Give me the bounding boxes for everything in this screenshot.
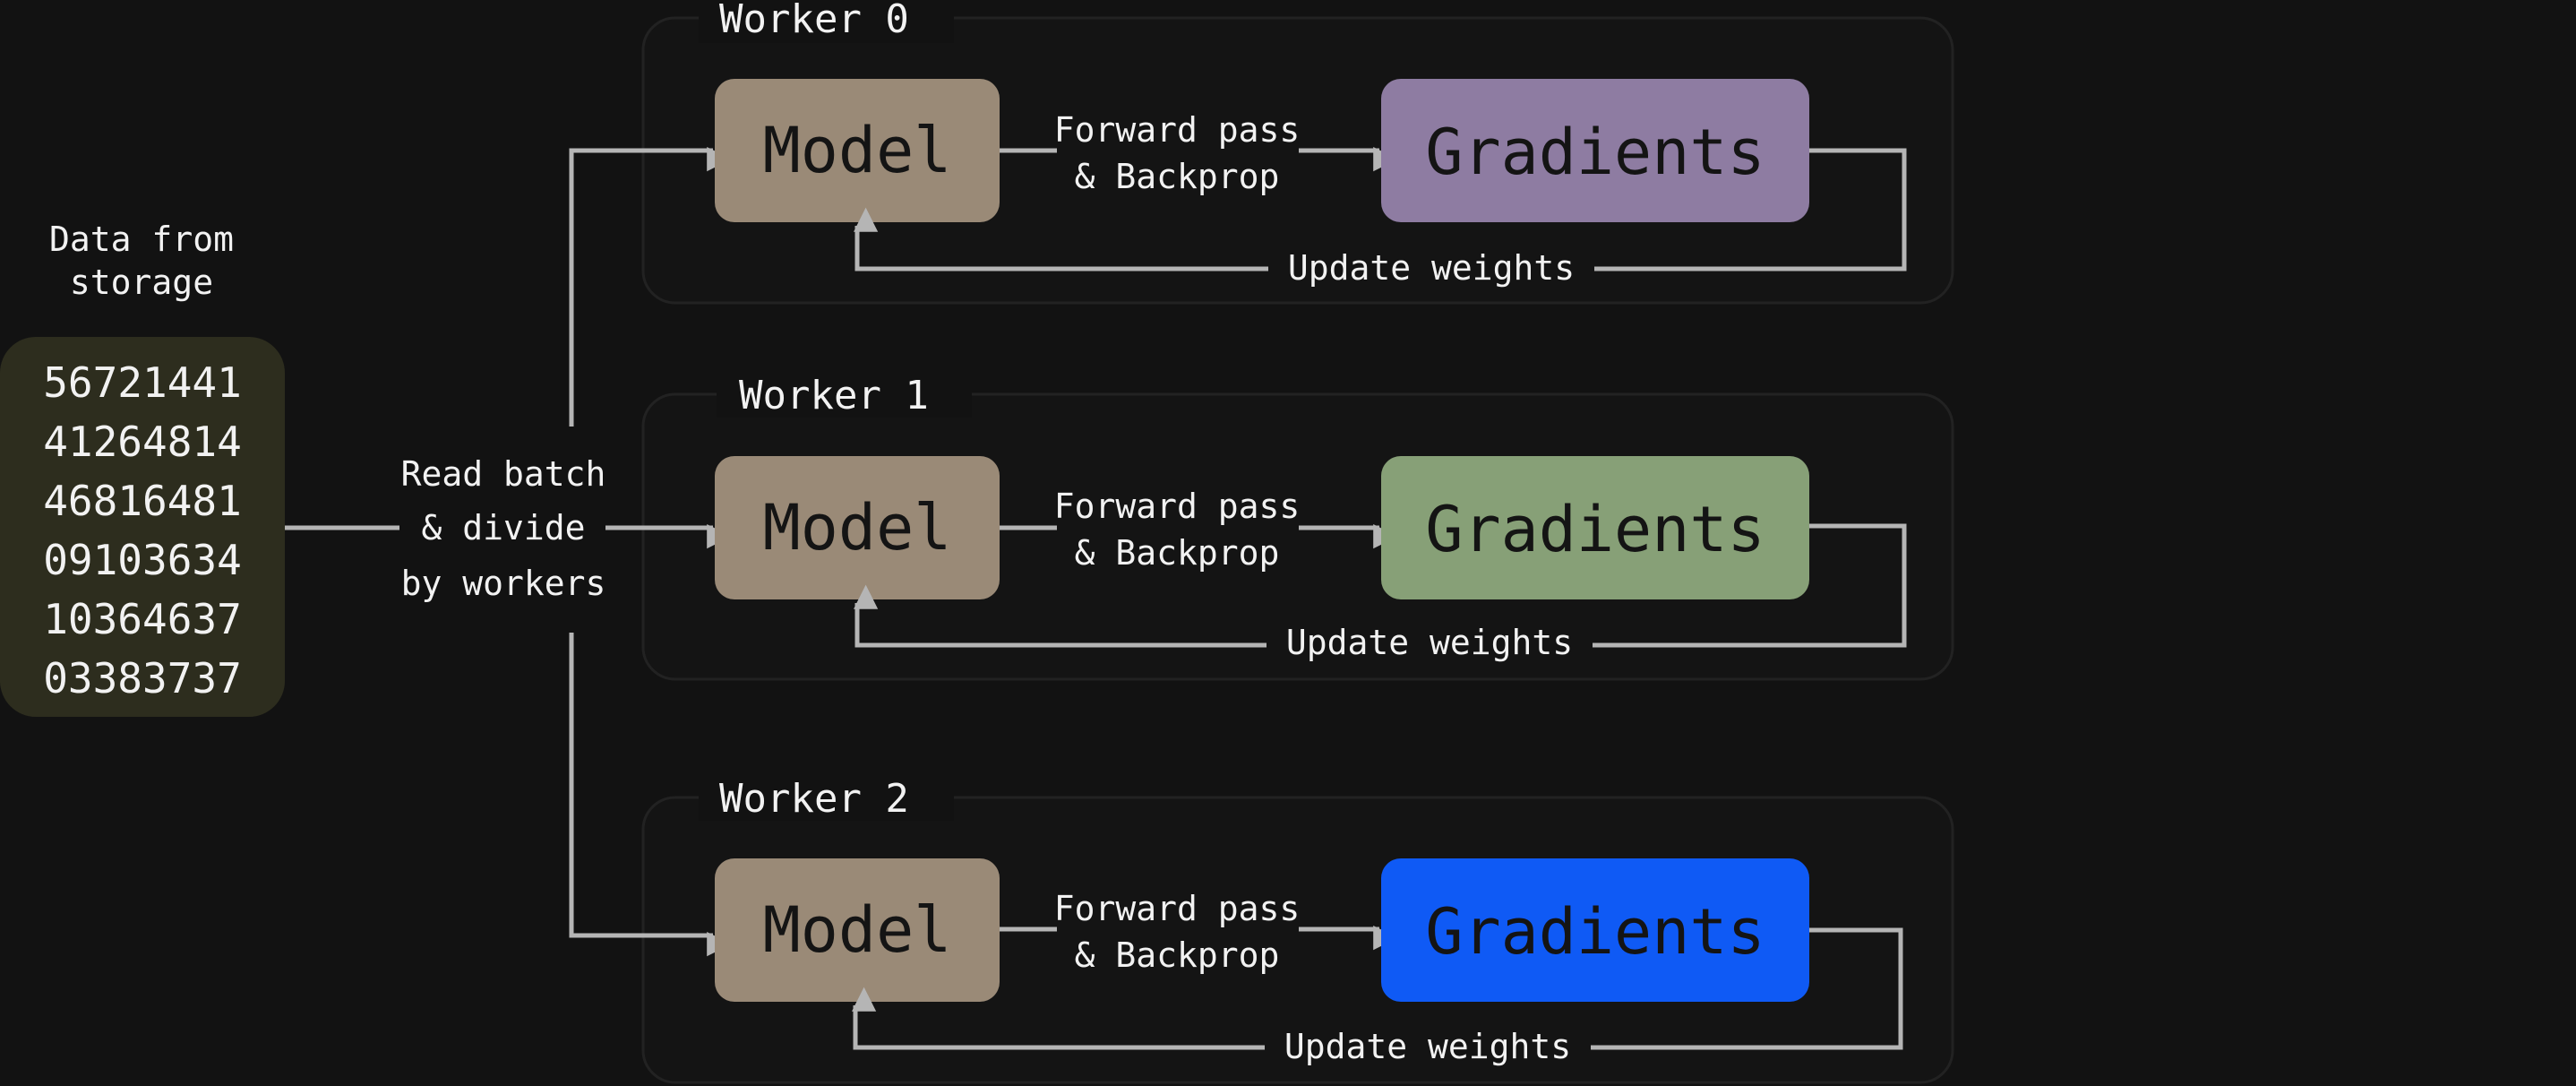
worker-2-model-box <box>715 858 1000 1002</box>
worker-1-gradients-label: Gradients <box>1425 493 1765 566</box>
splitter-to-worker-0-arrow <box>569 147 732 427</box>
worker-2-model-label: Model <box>763 893 952 967</box>
worker-0-update-label: Update weights <box>1288 248 1575 288</box>
worker-1-edge-label-line-1: Forward pass <box>1054 487 1301 526</box>
worker-0-edge-label-line-2: & Backprop <box>1075 157 1280 196</box>
worker-0-model-label: Model <box>763 114 952 187</box>
worker-0-title: Worker 0 <box>719 0 909 42</box>
splitter-to-worker-2-arrow <box>569 633 732 957</box>
worker-2-title: Worker 2 <box>719 776 909 822</box>
data-row: 09103634 <box>43 536 242 584</box>
worker-0-title-backdrop <box>699 0 954 43</box>
worker-2-title-backdrop <box>699 778 954 821</box>
worker-0-gradients-box <box>1381 79 1809 222</box>
worker-1-title-backdrop <box>717 375 972 418</box>
worker-1-update-arrow <box>854 584 1267 648</box>
data-row: 03383737 <box>43 654 242 702</box>
splitter: Read batch & divide by workers <box>285 147 732 957</box>
worker-1-update-line-right <box>1593 523 1907 648</box>
worker-0: Model Forward pass & Backprop Gradients … <box>715 79 1907 288</box>
splitter-label-line-3: by workers <box>401 564 606 603</box>
worker-2-update-line-right <box>1591 927 1903 1050</box>
worker-0-edge-label-line-1: Forward pass <box>1054 110 1301 150</box>
data-source-label-line-2: storage <box>70 263 213 302</box>
worker-1-model-box <box>715 456 1000 599</box>
data-row: 10364637 <box>43 595 242 643</box>
worker-0-model-box <box>715 79 1000 222</box>
worker-1-update-label: Update weights <box>1286 623 1573 662</box>
worker-1-title: Worker 1 <box>739 373 929 418</box>
worker-2-update-label: Update weights <box>1284 1027 1571 1066</box>
worker-1-edge-label-line-2: & Backprop <box>1075 533 1280 573</box>
worker-2: Model Forward pass & Backprop Gradients … <box>715 858 1903 1066</box>
data-row: 46816481 <box>43 477 242 525</box>
splitter-label-line-1: Read batch <box>401 454 606 494</box>
data-row: 41264814 <box>43 418 242 466</box>
worker-1-model-label: Model <box>763 491 952 565</box>
worker-0-update-line-right <box>1594 148 1907 272</box>
worker-0-update-arrow <box>854 207 1268 272</box>
worker-1-gradients-box <box>1381 456 1809 599</box>
worker-2-edge-label-line-2: & Backprop <box>1075 935 1280 975</box>
data-source-label-line-1: Data from <box>49 220 234 259</box>
data-row: 56721441 <box>43 358 242 407</box>
worker-0-gradients-label: Gradients <box>1425 116 1765 189</box>
worker-2-gradients-label: Gradients <box>1425 895 1765 969</box>
splitter-label-line-2: & divide <box>421 508 585 547</box>
data-source: Data from storage 56721441 41264814 4681… <box>0 220 285 717</box>
worker-1: Model Forward pass & Backprop Gradients … <box>715 456 1907 662</box>
worker-2-edge-label-line-1: Forward pass <box>1054 889 1301 928</box>
data-storage-box <box>0 337 285 717</box>
worker-2-update-arrow <box>852 987 1265 1050</box>
worker-2-gradients-box <box>1381 858 1809 1002</box>
